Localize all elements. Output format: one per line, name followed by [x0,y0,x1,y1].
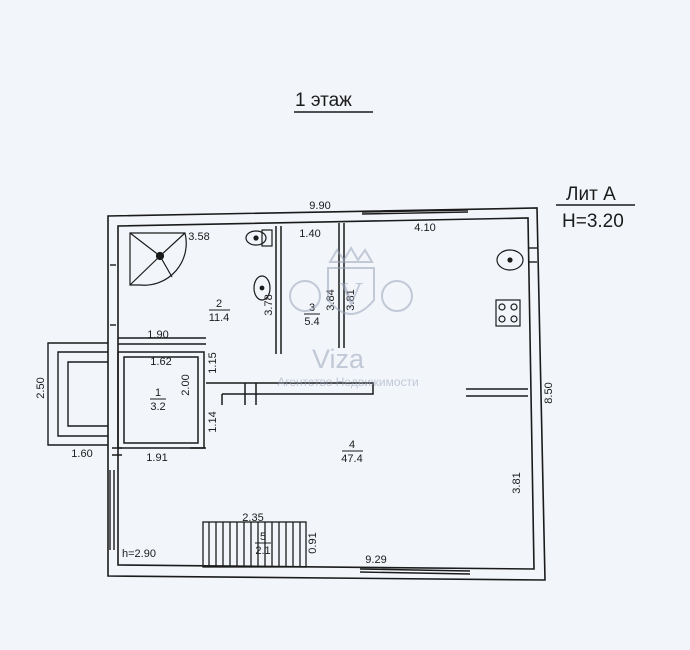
dim-right-total: 8.50 [543,382,555,403]
svg-text:11.4: 11.4 [209,312,230,324]
floor-title: 1 этаж [295,90,352,111]
svg-text:4: 4 [349,439,355,451]
dim-stair-w: 2.35 [242,512,263,524]
porch [47,342,108,446]
dim-top-total: 9.90 [309,200,330,212]
svg-text:2.1: 2.1 [255,545,270,557]
dim-top-mid: 1.40 [299,228,320,240]
room-label-4: 4 47.4 [341,439,363,465]
toilet-icon [245,229,273,247]
dim-right-inner: 3.81 [511,472,523,493]
sink-icon [253,275,271,301]
dim-porch-w: 1.60 [71,448,92,460]
lit-height: H=3.20 [562,211,624,232]
svg-text:47.4: 47.4 [341,453,362,465]
dim-vert-c: 3.81 [345,289,357,310]
stove-icon [495,299,521,327]
svg-text:3: 3 [309,302,315,314]
svg-text:1: 1 [155,387,161,399]
watermark-logo [289,246,413,315]
dim-bottom: 9.29 [365,554,386,566]
watermark-logo-letter: V [339,276,364,313]
dim-vestibule-w: 1.62 [150,356,171,368]
room-label-3: 3 5.4 [304,302,320,328]
windows [109,209,537,575]
dim-wall-b: 1.14 [207,411,219,432]
dim-corner: 3.58 [188,231,209,243]
room-label-5: 5 2.1 [255,531,271,557]
svg-text:3.2: 3.2 [150,401,165,413]
watermark: V Viza Агентство Недвижимости [277,246,419,389]
lit-name: Лит А [566,184,616,205]
svg-text:2: 2 [216,298,222,310]
svg-text:5: 5 [260,531,266,543]
watermark-brand: Viza [312,344,365,374]
room-label-1: 1 3.2 [150,387,166,413]
staircase [202,521,307,568]
dim-vestibule-b: 1.91 [146,452,167,464]
dim-stair-h: 0.91 [307,532,319,553]
dim-vert-a: 3.78 [263,294,275,315]
outer-walls [107,207,546,581]
shower-icon [129,232,187,286]
kitchen-sink-icon [496,249,524,271]
dim-left-mid: 1.90 [147,329,168,341]
dim-wall-a: 1.15 [207,352,219,373]
svg-text:5.4: 5.4 [304,316,319,328]
dim-ceiling: h=2.90 [122,548,156,560]
dim-porch-h: 2.50 [35,377,47,398]
dimension-labels: 9.90 4.10 1.40 3.58 1.90 1.62 1.91 1.60 … [35,200,555,566]
dim-vestibule-h: 2.00 [180,374,192,395]
watermark-tagline: Агентство Недвижимости [277,375,419,389]
room-label-2: 2 11.4 [209,298,230,324]
interior-walls [112,223,528,456]
dim-top-right: 4.10 [414,222,435,234]
